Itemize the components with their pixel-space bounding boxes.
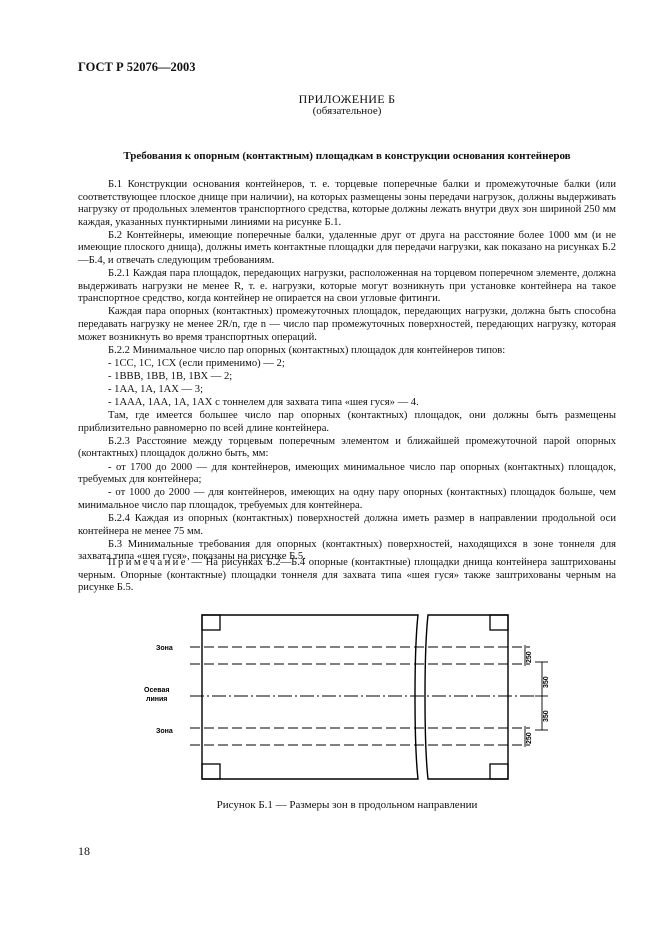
dim-half-bottom: 350 (543, 710, 550, 722)
zone-bottom-label: Зона (156, 728, 173, 735)
paragraph-distribution: Там, где имеется большее число пар опорн… (78, 410, 616, 434)
paragraph-b2: Б.2 Контейнеры, имеющие поперечные балки… (78, 229, 616, 267)
page-number: 18 (78, 844, 90, 858)
zone-top-label: Зона (156, 645, 173, 652)
document-standard-header: ГОСТ Р 52076—2003 (78, 60, 196, 74)
list-item: - 1СС, 1С, 1СХ (если применимо) — 2; (108, 357, 285, 369)
paragraph-b2-4: Б.2.4 Каждая из опорных (контактных) пов… (78, 512, 616, 537)
dim-zone-top: 250 (526, 651, 533, 663)
paragraph-b2-1-cont: Каждая пара опорных (контактных) промежу… (78, 306, 616, 343)
appendix-title: ПРИЛОЖЕНИЕ Б (298, 92, 396, 106)
list-item: - от 1000 до 2000 — для контейнеров, име… (78, 487, 616, 511)
figure-b1: Зона Осевая линия Зона 250 350 350 250 (130, 612, 570, 782)
corner-fitting (201, 614, 221, 631)
axis-label-1: Осевая (144, 687, 169, 694)
paragraph-b3: Б.3 Минимальные требования для опорных (… (78, 538, 616, 563)
corner-fitting (489, 614, 509, 631)
list-item: - от 1700 до 2000 — для контейнеров, име… (78, 461, 616, 486)
body-text: Б.1 Конструкции основания контейнеров, т… (78, 179, 616, 564)
paragraph-b2-3: Б.2.3 Расстояние между торцевым поперечн… (78, 435, 616, 460)
note-text: — На рисунках Б.2—Б.4 опорные (контактны… (78, 557, 616, 594)
axis-label-2: линия (146, 696, 167, 703)
paragraph-b2-1: Б.2.1 Каждая пара площадок, передающих н… (78, 268, 616, 305)
container-outline-right (424, 614, 509, 780)
list-item: - 1ААА, 1АА, 1А, 1АХ с тоннелем для захв… (108, 397, 419, 409)
note-label: Примечание (108, 557, 188, 568)
note: Примечание — На рисунках Б.2—Б.4 опорные… (78, 557, 616, 595)
container-outline-left (201, 614, 419, 780)
list-item: - 1ВВВ, 1ВВ, 1В, 1ВХ — 2; (108, 370, 233, 382)
section-title: Требования к опорным (контактным) площад… (123, 150, 571, 162)
corner-fitting (201, 763, 221, 780)
paragraph-b2-2: Б.2.2 Минимальное число пар опорных (кон… (108, 344, 506, 356)
dim-half-top: 350 (543, 676, 550, 688)
dim-zone-bottom: 250 (526, 732, 533, 744)
paragraph-b1: Б.1 Конструкции основания контейнеров, т… (78, 179, 616, 228)
list-item: - 1АА, 1А, 1АХ — 3; (108, 384, 204, 395)
figure-caption: Рисунок Б.1 — Размеры зон в продольном н… (216, 799, 478, 811)
corner-fitting (489, 763, 509, 780)
appendix-subtitle: (обязательное) (312, 105, 382, 117)
zone-diagram: Зона Осевая линия Зона 250 350 350 250 (144, 614, 550, 780)
